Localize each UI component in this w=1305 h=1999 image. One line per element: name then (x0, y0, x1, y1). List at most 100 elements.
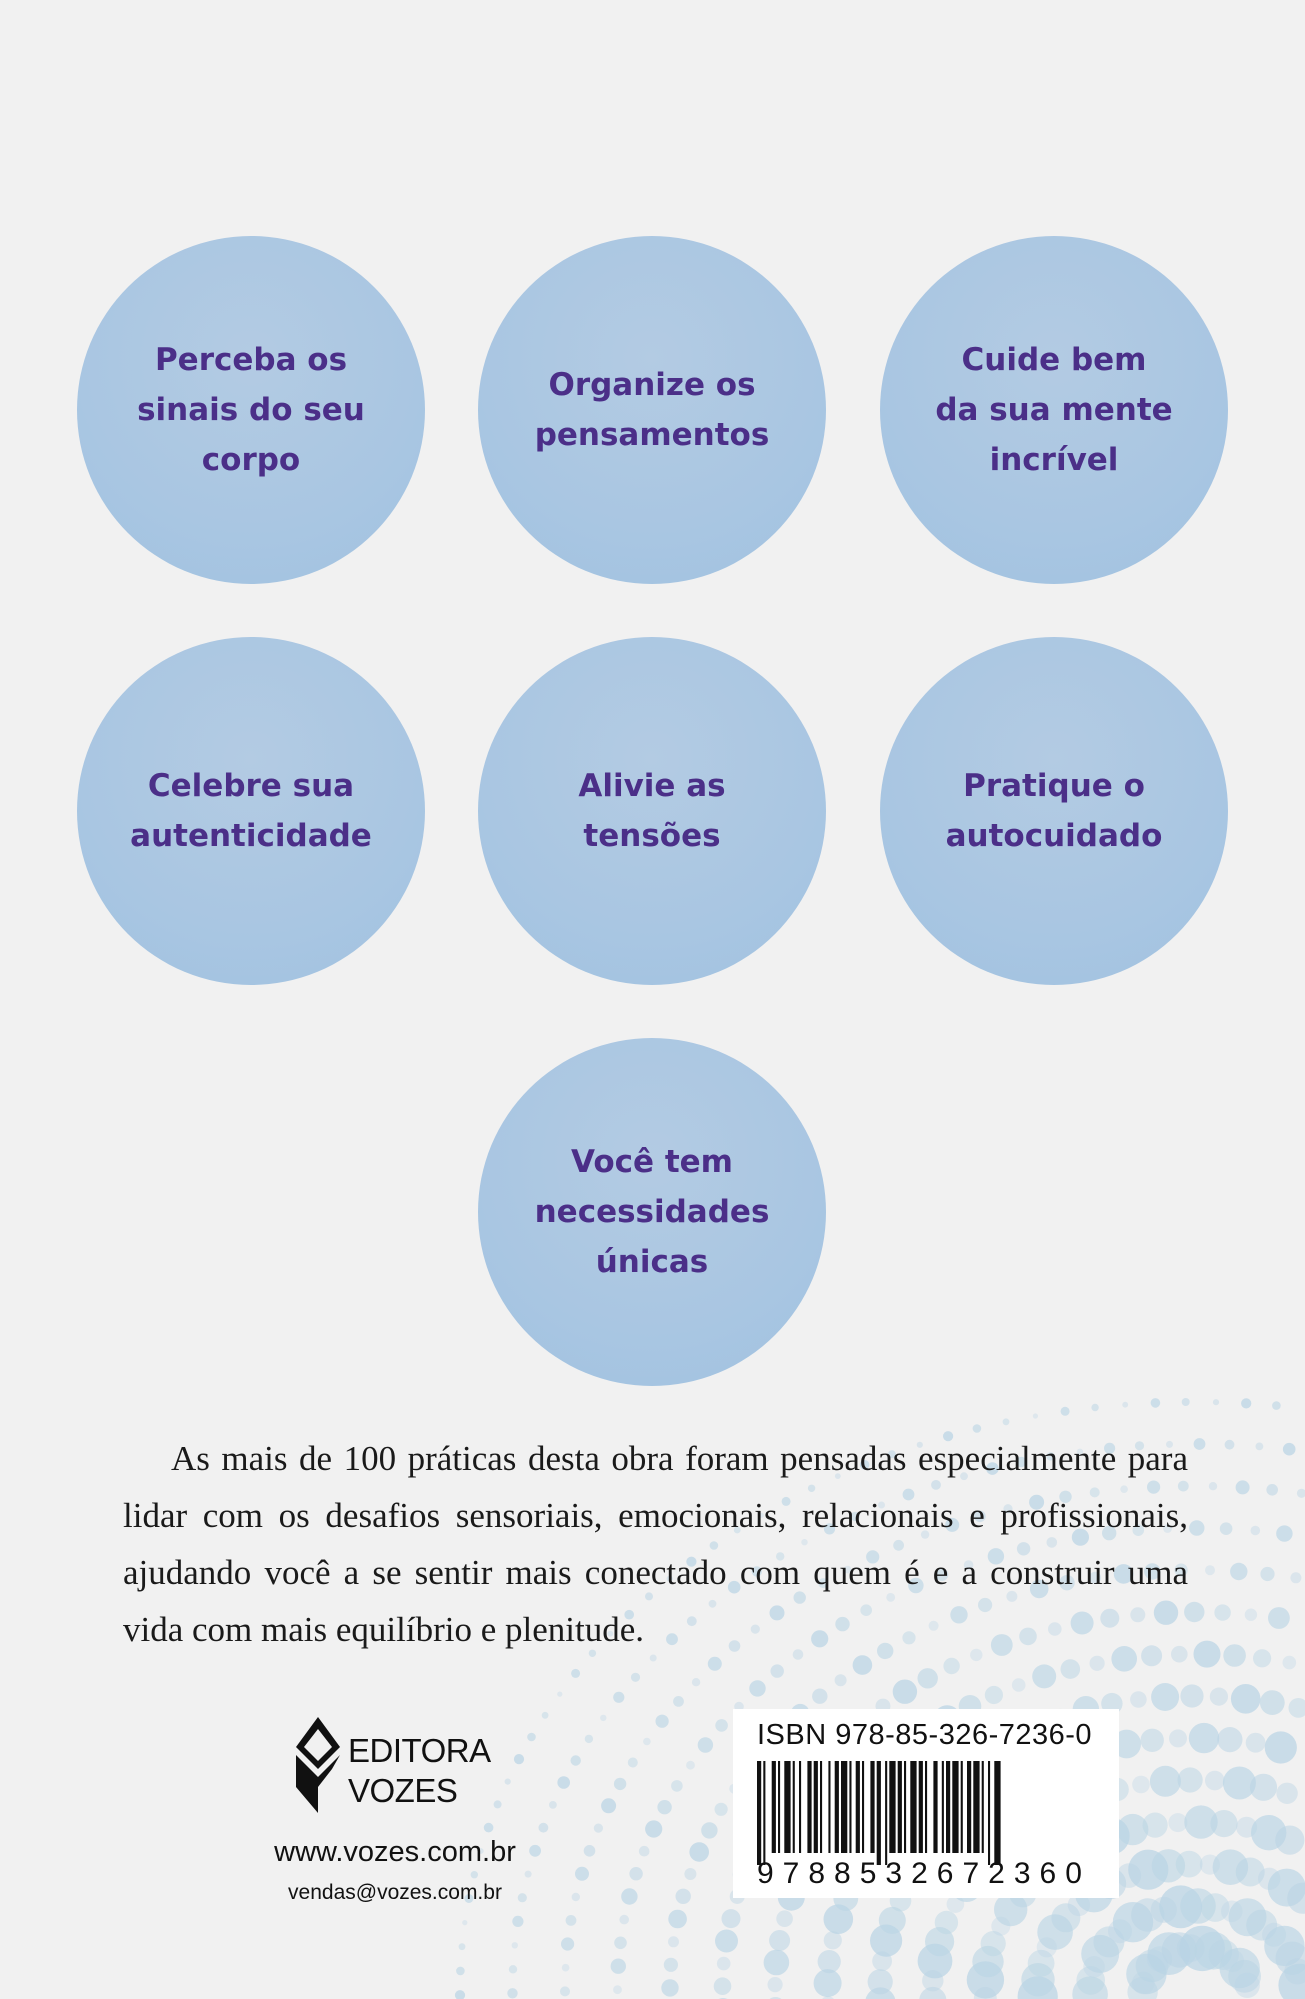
decorative-dot (630, 1672, 641, 1682)
barcode-bar (807, 1761, 812, 1853)
decorative-dot (1076, 1448, 1084, 1456)
decorative-dot (986, 1462, 999, 1475)
bubble-label: Organize os pensamentos (534, 367, 770, 453)
decorative-dot (1210, 1810, 1238, 1838)
decorative-dot (716, 1956, 731, 1971)
isbn-digits: 9788532672360 (757, 1857, 1091, 1890)
decorative-dot (1003, 1504, 1013, 1514)
bubble-perceba: Perceba os sinais do seu corpo (77, 236, 425, 584)
barcode-bar (841, 1761, 848, 1853)
barcode-bar (994, 1761, 1001, 1865)
decorative-dot (673, 1696, 684, 1707)
decorative-dot (1134, 1441, 1145, 1451)
decorative-dot (1100, 1608, 1120, 1628)
decorative-dot (807, 1484, 816, 1493)
publisher-email[interactable]: vendas@vozes.com.br (288, 1881, 502, 1904)
decorative-dot (691, 1678, 701, 1687)
decorative-dot (763, 1949, 790, 1976)
bubble-label: Celebre sua autenticidade (130, 768, 372, 854)
decorative-dot (781, 1496, 791, 1506)
decorative-dot (1076, 1966, 1105, 1995)
decorative-dot (823, 1904, 854, 1934)
decorative-dot (1091, 1403, 1099, 1412)
decorative-dot (792, 1649, 804, 1660)
bubble-label: Pratique o autocuidado (945, 768, 1163, 854)
decorative-dot (584, 1734, 594, 1744)
decorative-dot (950, 1606, 968, 1624)
decorative-dot (1181, 1398, 1190, 1406)
decorative-dot (1177, 1767, 1203, 1793)
decorative-dot (1205, 1770, 1225, 1791)
decorative-dot (1264, 1731, 1297, 1764)
decorative-dot (588, 1649, 597, 1658)
decorative-dot (614, 1936, 627, 1950)
decorative-dot (613, 1691, 625, 1703)
decorative-dot (734, 1701, 744, 1712)
decorative-dot (902, 1488, 915, 1501)
decorative-dot (649, 1654, 657, 1662)
barcode-bar (967, 1761, 972, 1853)
decorative-dot (1072, 1976, 1108, 1999)
decorative-dot (1016, 1542, 1031, 1556)
barcode-bar (757, 1761, 762, 1865)
decorative-dot (524, 1870, 532, 1878)
decorative-dot (1060, 1406, 1070, 1416)
decorative-dot (834, 1473, 841, 1479)
decorative-dot (1029, 1494, 1045, 1510)
decorative-dot (1180, 1888, 1216, 1924)
decorative-dot (601, 1798, 617, 1814)
decorative-dot (1117, 1813, 1149, 1846)
decorative-dot (661, 1979, 679, 1997)
decorative-dot (1268, 1607, 1290, 1629)
decorative-dot (713, 1977, 732, 1995)
decorative-dot (1122, 1401, 1129, 1408)
decorative-dot (935, 1568, 949, 1581)
decorative-dot (1140, 1728, 1164, 1753)
decorative-dot (920, 1530, 930, 1539)
decorative-dot (916, 1441, 923, 1448)
decorative-dot (972, 1945, 1004, 1978)
decorative-dot (643, 1737, 651, 1746)
publisher-website[interactable]: www.vozes.com.br (274, 1836, 516, 1868)
isbn-barcode-box: ISBN 978-85-326-7236-0 9788532672360 (733, 1709, 1119, 1898)
decorative-dot (931, 1480, 941, 1490)
decorative-dot (1249, 1773, 1278, 1801)
decorative-dot (980, 1931, 1006, 1957)
decorative-dot (859, 1460, 870, 1470)
decorative-dot (1070, 1611, 1094, 1635)
decorative-dot (557, 1691, 563, 1697)
decorative-dot (728, 1640, 741, 1652)
decorative-dot (1032, 1664, 1057, 1689)
decorative-dot (1046, 1452, 1055, 1461)
decorative-dot (878, 1906, 906, 1934)
barcode-bar (799, 1761, 802, 1853)
decorative-dot (721, 1909, 741, 1929)
decorative-dot (583, 1845, 596, 1857)
decorative-dot (887, 1450, 896, 1459)
decorative-dot (1235, 1857, 1265, 1887)
decorative-dot (1278, 1963, 1305, 1999)
decorative-dot (715, 1719, 728, 1732)
decorative-dot (1029, 1579, 1049, 1599)
decorative-dot (1131, 1898, 1165, 1932)
bubble-organize: Organize os pensamentos (478, 236, 826, 584)
decorative-dot (511, 1942, 518, 1949)
decorative-dot (972, 1424, 982, 1433)
decorative-dot (943, 1657, 960, 1675)
decorative-dot (1219, 1522, 1233, 1535)
barcode-icon (757, 1761, 1001, 1865)
decorative-dot (668, 1909, 687, 1929)
decorative-dot (561, 1937, 575, 1951)
publisher-name-line2: VOZES (348, 1772, 458, 1809)
decorative-dot (671, 1780, 683, 1792)
decorative-dot (1214, 1604, 1231, 1621)
decorative-dot (860, 1604, 872, 1616)
decorative-dot (793, 1591, 806, 1604)
decorative-dot (1184, 1601, 1205, 1623)
barcode-bar (946, 1761, 951, 1853)
barcode-bar (981, 1761, 984, 1853)
decorative-dot (684, 1868, 697, 1880)
decorative-dot (456, 1966, 465, 1976)
decorative-dot (727, 1580, 741, 1594)
decorative-dot (709, 1541, 719, 1550)
